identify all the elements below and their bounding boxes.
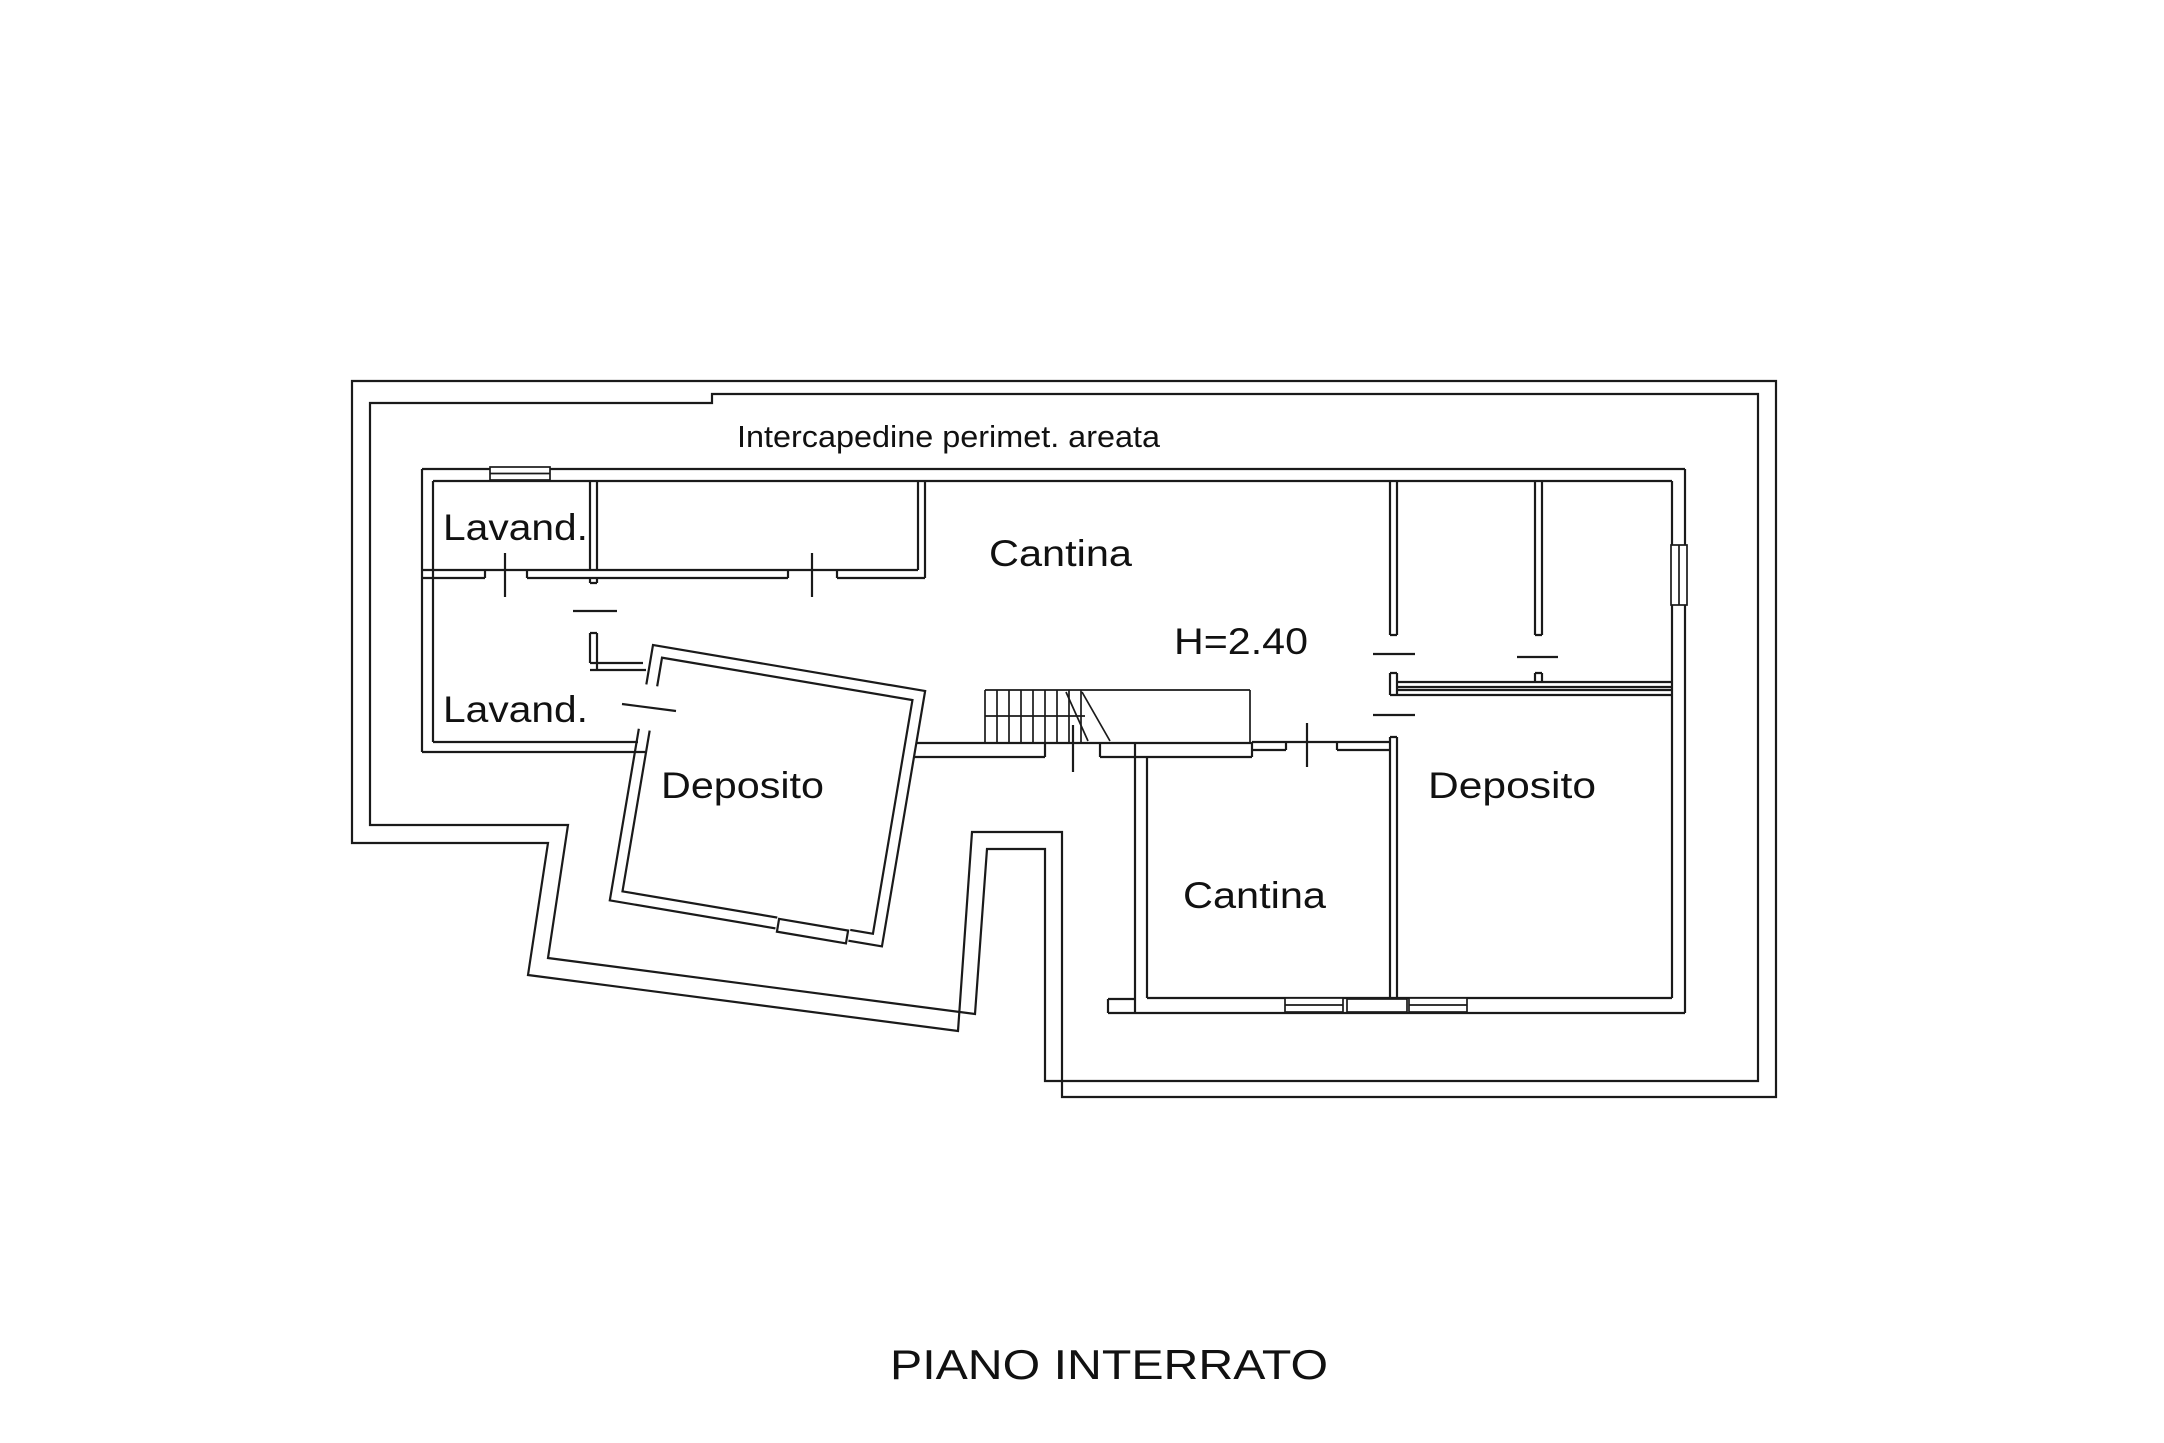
window-bottom-wall-deposito: [1408, 997, 1468, 1013]
height-note: H=2.40: [1174, 621, 1308, 662]
perimeter-inner-line: [368, 392, 1760, 1083]
building-walls: [420, 467, 1687, 1015]
window-bottom-wall-cantina: [1284, 997, 1344, 1013]
deposito-rotated-outer-wall: [608, 643, 927, 948]
wall-lines: [420, 467, 1687, 1015]
windows: [489, 466, 1688, 1013]
door-tick-deposito-rotated: [621, 702, 677, 713]
room-label-cantina-lower: Cantina: [1183, 875, 1326, 916]
deposito-rotated-bottom-door: [775, 917, 850, 945]
room-label-deposito-rotated: Deposito: [661, 765, 824, 806]
window-top-wall: [489, 466, 551, 481]
room-label-lavand-2: Lavand.: [443, 689, 588, 730]
room-label-lavand-1: Lavand.: [443, 507, 588, 548]
door-ticks: [503, 553, 1558, 772]
perimeter-label: Intercapedine perimet. areata: [737, 419, 1161, 454]
room-label-deposito-right: Deposito: [1428, 765, 1596, 806]
labels: Intercapedine perimet. areata Lavand. La…: [443, 419, 1596, 1388]
window-right-wall: [1670, 544, 1688, 606]
page-title: PIANO INTERRATO: [890, 1341, 1328, 1388]
room-deposito-rotated-walls: [608, 643, 927, 948]
stairs-break-lines: [1065, 691, 1111, 742]
stairs: [984, 689, 1251, 743]
perimeter-outer-line: [350, 379, 1778, 1099]
outer-perimeter: [350, 379, 1778, 1099]
deposito-rotated-inner-wall: [621, 656, 914, 935]
stairs-treads: [985, 690, 1085, 743]
room-label-cantina-upper: Cantina: [989, 533, 1132, 574]
bottom-wall-segment: [1346, 998, 1408, 1013]
